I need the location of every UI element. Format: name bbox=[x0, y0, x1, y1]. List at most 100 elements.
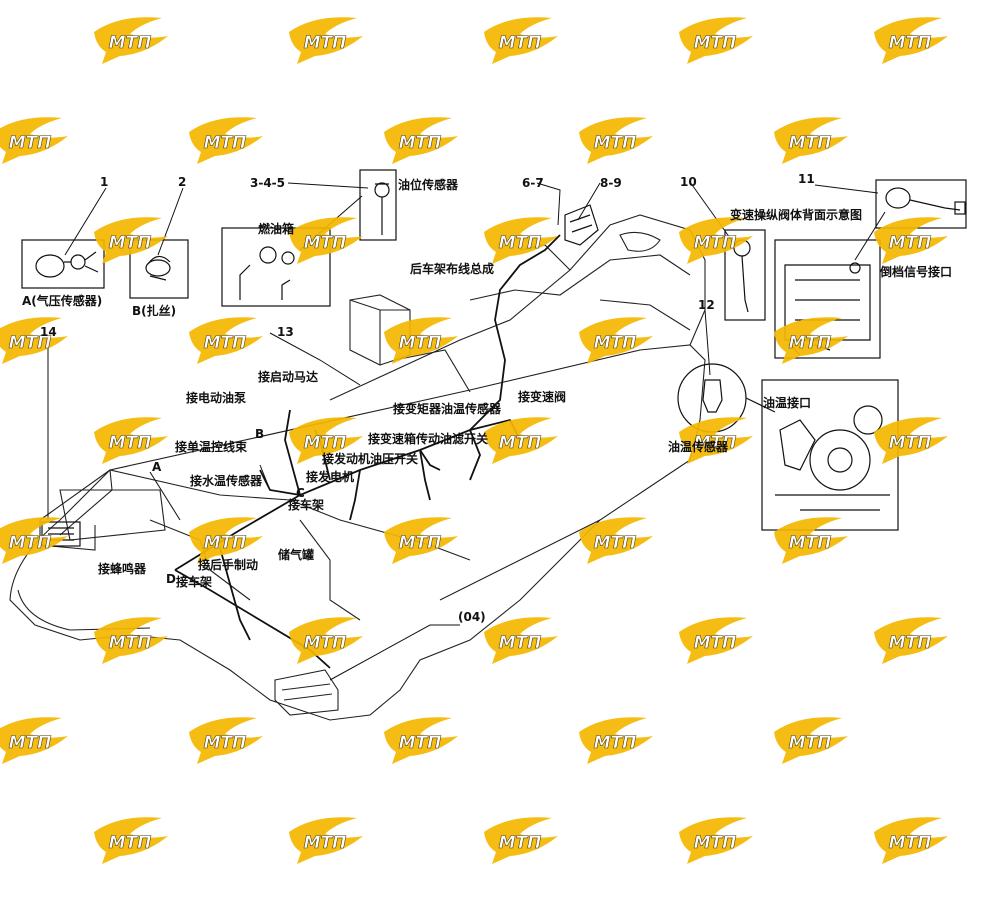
callout-1: 1 bbox=[100, 175, 109, 189]
watermark-logo: МТП bbox=[285, 610, 365, 670]
label-buzzer: 接蜂鸣器 bbox=[98, 562, 147, 576]
watermark-text: МТП bbox=[304, 833, 347, 853]
watermark-text: МТП bbox=[109, 633, 152, 653]
watermark-text: МТП bbox=[499, 633, 542, 653]
watermark-logo: МТП bbox=[770, 310, 850, 370]
transmission-valve-box-frame bbox=[774, 239, 881, 359]
callout-11: 11 bbox=[798, 172, 815, 186]
watermark-logo: МТП bbox=[90, 410, 170, 470]
watermark-text: МТП bbox=[889, 33, 932, 53]
watermark-text: МТП bbox=[109, 833, 152, 853]
watermark-text: МТП bbox=[304, 33, 347, 53]
watermark-text: МТП bbox=[889, 833, 932, 853]
watermark-logo: МТП bbox=[90, 810, 170, 870]
label-rear-frame-harness: 后车架布线总成 bbox=[410, 262, 495, 276]
callout-12: 12 bbox=[698, 298, 715, 312]
watermark-logo: МТП bbox=[675, 810, 755, 870]
label-air-pressure-sensor: A(气压传感器) bbox=[22, 294, 103, 308]
watermark-logo: МТП bbox=[770, 510, 850, 570]
watermark-logo: МТП bbox=[380, 510, 460, 570]
label-gearbox-filter-switch: 接变速箱传动油滤开关 bbox=[368, 432, 489, 446]
watermark-text: МТП bbox=[694, 33, 737, 53]
label-generator: 接发电机 bbox=[306, 470, 355, 484]
callout-13: 13 bbox=[277, 325, 294, 339]
item11-sensor-icon bbox=[885, 187, 911, 209]
watermark-text: МТП bbox=[9, 533, 52, 553]
label-oil-temp-port: 油温接口 bbox=[763, 396, 812, 410]
label-engine-oil-pressure-switch: 接发动机油压开关 bbox=[322, 452, 419, 466]
label-tie-wire: B(扎丝) bbox=[132, 304, 177, 318]
watermark-text: МТП bbox=[399, 533, 442, 553]
watermark-text: МТП bbox=[399, 133, 442, 153]
watermark-text: МТП bbox=[109, 33, 152, 53]
watermark-text: МТП bbox=[499, 433, 542, 453]
watermark-text: МТП bbox=[399, 333, 442, 353]
watermark-logo: МТП bbox=[90, 210, 170, 270]
watermark-logo: МТП bbox=[575, 310, 655, 370]
watermark-logo: МТП bbox=[870, 410, 950, 470]
watermark-logo: МТП bbox=[675, 210, 755, 270]
watermark-logo: МТП bbox=[870, 810, 950, 870]
watermark-text: МТП bbox=[9, 333, 52, 353]
watermark-text: МТП bbox=[499, 233, 542, 253]
watermark-text: МТП bbox=[499, 833, 542, 853]
label-air-tank: 储气罐 bbox=[278, 548, 315, 562]
watermark-logo: МТП bbox=[0, 510, 70, 570]
chassis-outline bbox=[9, 344, 706, 721]
watermark-logo: МТП bbox=[185, 310, 265, 370]
watermark-logo: МТП bbox=[285, 410, 365, 470]
watermark-text: МТП bbox=[889, 633, 932, 653]
watermark-text: МТП bbox=[109, 433, 152, 453]
watermark-logo: МТП bbox=[480, 210, 560, 270]
watermark-logo: МТП bbox=[380, 110, 460, 170]
watermark-text: МТП bbox=[304, 233, 347, 253]
label-starter-motor: 接启动马达 bbox=[258, 370, 319, 384]
watermark-logo: МТП bbox=[480, 810, 560, 870]
connector-8-9-icon bbox=[564, 204, 599, 246]
item10-box-frame bbox=[724, 229, 766, 321]
callout-b: B bbox=[255, 427, 265, 441]
watermark-logo: МТП bbox=[285, 810, 365, 870]
watermark-text: МТП bbox=[499, 33, 542, 53]
rear-frame-outline bbox=[329, 214, 706, 401]
watermark-logo: МТП bbox=[675, 610, 755, 670]
callout-8-9: 8-9 bbox=[600, 176, 622, 190]
watermark-text: МТП bbox=[694, 833, 737, 853]
watermark-text: МТП bbox=[694, 233, 737, 253]
watermark-text: МТП bbox=[304, 433, 347, 453]
watermark-text: МТП bbox=[889, 233, 932, 253]
watermark-logo: МТП bbox=[575, 710, 655, 770]
counterweight-box bbox=[274, 669, 339, 716]
watermark-text: МТП bbox=[594, 533, 637, 553]
watermark-logo: МТП bbox=[380, 310, 460, 370]
callout-c: C bbox=[296, 486, 305, 500]
label-to-frame-c: 接车架 bbox=[288, 498, 325, 512]
label-water-temp-sensor: 接水温传感器 bbox=[190, 474, 263, 488]
watermark-logo: МТП bbox=[0, 710, 70, 770]
watermark-text: МТП bbox=[594, 333, 637, 353]
watermark-logo: МТП bbox=[480, 610, 560, 670]
watermark-logo: МТП bbox=[675, 10, 755, 70]
watermark-text: МТП bbox=[204, 333, 247, 353]
watermark-logo: МТП bbox=[185, 110, 265, 170]
watermark-logo: МТП bbox=[285, 10, 365, 70]
callout-a: A bbox=[152, 460, 162, 474]
label-rear-handbrake: 接后手制动 bbox=[198, 558, 259, 572]
label-transmission-valve-back: 变速操纵阀体背面示意图 bbox=[730, 208, 863, 222]
air-pressure-sensor-icon bbox=[35, 254, 65, 278]
watermark-text: МТП bbox=[204, 133, 247, 153]
label-torque-converter-oil-temp-sensor: 接变矩器油温传感器 bbox=[393, 402, 502, 416]
watermark-text: МТП bbox=[694, 633, 737, 653]
label-electric-oil-pump: 接电动油泵 bbox=[186, 391, 247, 405]
watermark-logo: МТП bbox=[185, 710, 265, 770]
callout-d: D bbox=[166, 572, 176, 586]
watermark-text: МТП bbox=[694, 433, 737, 453]
item11-box-frame bbox=[875, 179, 967, 229]
item14-lamp-icon bbox=[41, 521, 81, 547]
watermark-text: МТП bbox=[204, 533, 247, 553]
watermark-text: МТП bbox=[789, 333, 832, 353]
watermark-logo: МТП bbox=[870, 610, 950, 670]
watermark-logo: МТП bbox=[0, 110, 70, 170]
watermark-logo: МТП bbox=[0, 310, 70, 370]
